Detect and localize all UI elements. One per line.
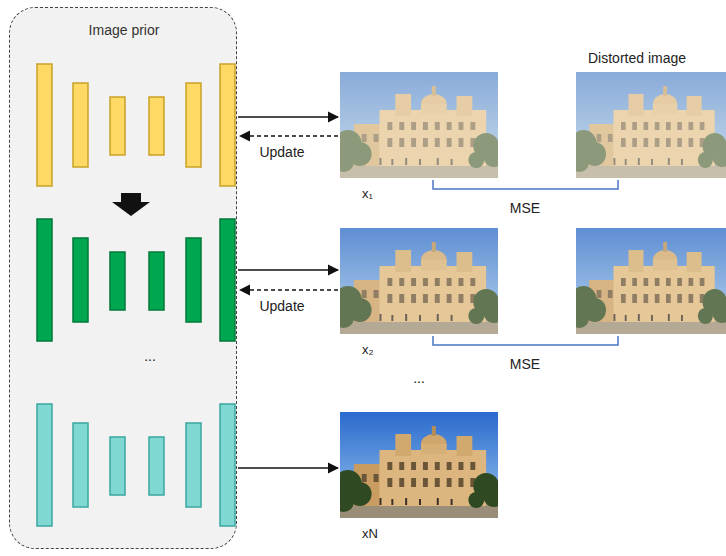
network-green bbox=[37, 219, 235, 341]
ellipsis: ... bbox=[144, 348, 156, 365]
ellipsis: ... bbox=[413, 370, 425, 387]
node-label: x₁ bbox=[362, 186, 373, 202]
image-x2: x₂ bbox=[340, 228, 498, 334]
node-label: xN bbox=[362, 526, 378, 542]
node-label: x₂ bbox=[362, 342, 374, 358]
image-x1: x₁ bbox=[340, 72, 498, 178]
mse-label: MSE bbox=[510, 200, 540, 217]
image-xn: xN bbox=[340, 412, 498, 518]
update-label: Update bbox=[259, 144, 304, 161]
node-label: Distorted image bbox=[588, 50, 686, 67]
node-label: Image prior bbox=[89, 22, 160, 39]
mse-label: MSE bbox=[510, 356, 540, 373]
network-cyan bbox=[37, 404, 235, 526]
update-label: Update bbox=[259, 298, 304, 315]
prior-panel: Image prior bbox=[9, 7, 237, 549]
network-yellow bbox=[37, 64, 235, 186]
transition-arrow bbox=[112, 193, 150, 216]
distorted-image: Distorted image bbox=[576, 72, 726, 178]
